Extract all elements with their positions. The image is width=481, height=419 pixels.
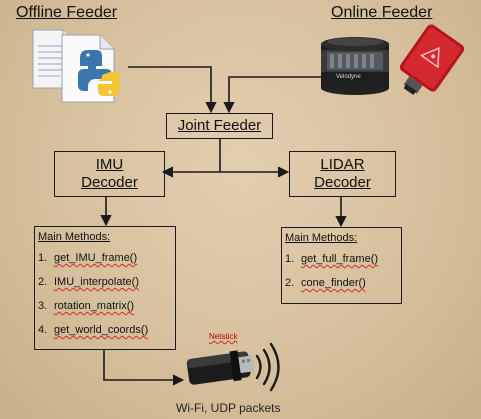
- joint-feeder-label: Joint Feeder: [177, 117, 262, 134]
- imu-decoder-line1: IMU: [95, 156, 124, 173]
- lidar-methods-list: 1.get_full_frame() 2.cone_finder(): [285, 253, 401, 301]
- list-item: 2.cone_finder(): [285, 277, 366, 289]
- online-to-joint-arrow: [223, 76, 322, 114]
- online-feeder-title: Online Feeder: [331, 4, 433, 21]
- imu-decoder-box: IMU Decoder: [54, 151, 165, 197]
- method-name: get_full_frame(): [301, 253, 379, 265]
- method-name: rotation_matrix(): [54, 300, 135, 312]
- method-name: get_world_coords(): [54, 324, 149, 336]
- offline-feeder-title: Offline Feeder: [16, 4, 118, 21]
- velodyne-label: Velodyne: [336, 74, 361, 80]
- lidar-decoder-box: LIDAR Decoder: [289, 151, 396, 197]
- methods-to-netstick-arrow: [103, 350, 185, 386]
- list-item: 1.get_full_frame(): [285, 253, 379, 265]
- method-name: IMU_interpolate(): [54, 276, 139, 288]
- list-item: 1.get_IMU_frame(): [38, 252, 138, 264]
- method-name: get_IMU_frame(): [54, 252, 138, 264]
- offline-to-joint-arrow: [128, 66, 217, 114]
- imu-methods-box: Main Methods: 1.get_IMU_frame() 2.IMU_in…: [34, 226, 176, 350]
- joint-feeder-box: Joint Feeder: [166, 113, 273, 139]
- lidar-methods-heading: Main Methods:: [285, 232, 358, 244]
- list-item: 2.IMU_interpolate(): [38, 276, 139, 288]
- lidar-decoder-line1: LIDAR: [320, 156, 365, 173]
- imu-decoder-line2: Decoder: [81, 174, 138, 191]
- method-name: cone_finder(): [301, 277, 366, 289]
- wifi-caption: Wi-Fi, UDP packets: [176, 401, 281, 415]
- imu-methods-list: 1.get_IMU_frame() 2.IMU_interpolate() 3.…: [38, 252, 175, 348]
- list-item: 3.rotation_matrix(): [38, 300, 135, 312]
- lidar-methods-box: Main Methods: 1.get_full_frame() 2.cone_…: [281, 227, 402, 304]
- list-item: 4.get_world_coords(): [38, 324, 149, 336]
- lidar-decoder-line2: Decoder: [314, 174, 371, 191]
- imu-methods-heading: Main Methods:: [38, 231, 111, 243]
- netstick-label: Netstick: [209, 332, 238, 341]
